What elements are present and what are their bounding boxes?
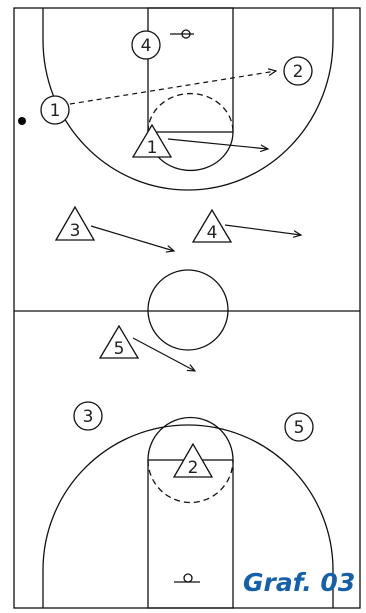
defense-player-3: 3 bbox=[54, 205, 96, 241]
defense-player-2-label: 2 bbox=[188, 458, 199, 478]
defense-player-5-label: 5 bbox=[114, 339, 125, 359]
movement-lines bbox=[69, 71, 301, 371]
defense-player-4-label: 4 bbox=[207, 223, 218, 243]
three-point-arc-top bbox=[42, 8, 334, 191]
offense-player-3-label: 3 bbox=[83, 407, 94, 427]
free-throw-circle-top-dashed bbox=[147, 92, 234, 133]
court-boundary bbox=[13, 7, 361, 609]
offense-player-3: 3 bbox=[73, 401, 103, 431]
defense-player-1: 1 bbox=[131, 123, 173, 158]
defense-player-5: 5 bbox=[98, 324, 140, 359]
court-lines bbox=[13, 7, 361, 609]
offense-player-5-label: 5 bbox=[294, 418, 305, 438]
cut-defender-1 bbox=[167, 138, 268, 149]
offense-player-2-label: 2 bbox=[293, 62, 304, 82]
center-circle bbox=[147, 269, 229, 351]
pass-line bbox=[69, 71, 276, 105]
defense-player-3-label: 3 bbox=[70, 221, 81, 241]
hoop-top bbox=[181, 29, 191, 39]
free-throw-circle-bottom-solid bbox=[147, 416, 234, 461]
defense-players: 1 3 4 5 2 bbox=[54, 123, 233, 478]
offense-player-5: 5 bbox=[284, 412, 314, 442]
ball-marker bbox=[18, 117, 26, 125]
offense-player-1-label: 1 bbox=[50, 101, 61, 121]
offense-players: 1 2 4 3 5 bbox=[40, 30, 314, 442]
defense-player-4: 4 bbox=[191, 208, 233, 243]
cut-defender-5 bbox=[132, 337, 195, 371]
diagram-caption: Graf. 03 bbox=[243, 568, 355, 597]
offense-player-4: 4 bbox=[131, 30, 161, 60]
defense-player-1-label: 1 bbox=[147, 138, 158, 158]
cut-defender-4 bbox=[224, 224, 301, 235]
hoop-bottom bbox=[183, 573, 193, 583]
offense-player-4-label: 4 bbox=[141, 36, 152, 56]
offense-player-2: 2 bbox=[283, 56, 313, 86]
cut-defender-3 bbox=[90, 225, 174, 251]
defense-player-2: 2 bbox=[172, 442, 214, 478]
key-top bbox=[147, 7, 234, 133]
three-point-arc-bottom bbox=[42, 424, 334, 608]
offense-player-1: 1 bbox=[40, 95, 70, 125]
key-bottom bbox=[147, 459, 234, 609]
free-throw-circle-bottom-dashed bbox=[147, 459, 234, 504]
